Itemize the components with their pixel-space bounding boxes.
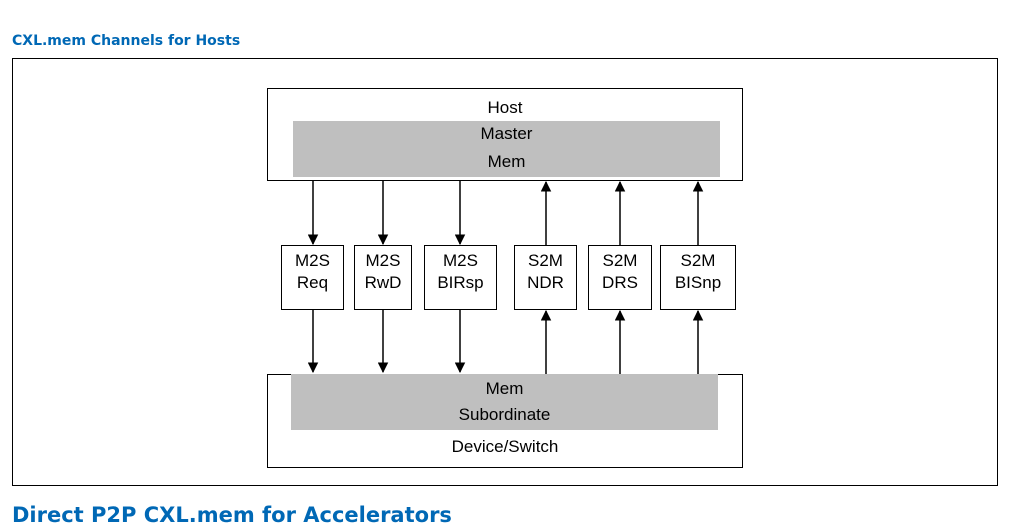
device-mem-subordinate-block [291, 374, 718, 430]
channel-line1: M2S [443, 251, 478, 270]
device-subordinate-label: Subordinate [458, 405, 551, 424]
device-title: Device/Switch [451, 437, 559, 456]
channel-line2: BIRsp [437, 273, 484, 292]
channel-line2: DRS [602, 273, 638, 292]
channel-line1: S2M [528, 251, 563, 270]
channel-m2s-rwd: M2S RwD [354, 245, 412, 310]
channel-line2: Req [296, 273, 329, 292]
channel-s2m-drs: S2M DRS [588, 245, 652, 310]
channel-m2s-req: M2S Req [281, 245, 344, 310]
channel-s2m-ndr: S2M NDR [514, 245, 577, 310]
channel-line2: BISnp [674, 273, 722, 292]
host-master-mem-block [293, 121, 720, 177]
host-mem-label: Mem [487, 152, 526, 171]
host-master-label: Master [480, 124, 533, 143]
figure-caption: CXL.mem Channels for Hosts [12, 33, 241, 49]
diagram-frame [12, 58, 998, 486]
channel-line2: RwD [364, 273, 402, 292]
device-mem-label: Mem [485, 379, 524, 398]
channel-m2s-birsp: M2S BIRsp [424, 245, 497, 310]
channel-line2: NDR [527, 273, 564, 292]
channel-line1: S2M [680, 251, 716, 270]
section-heading: Direct P2P CXL.mem for Accelerators [12, 503, 452, 527]
channel-line1: M2S [365, 251, 401, 270]
channel-line1: S2M [602, 251, 638, 270]
channel-s2m-bisnp: S2M BISnp [660, 245, 736, 310]
channel-line1: M2S [295, 251, 330, 270]
host-title: Host [487, 98, 523, 117]
